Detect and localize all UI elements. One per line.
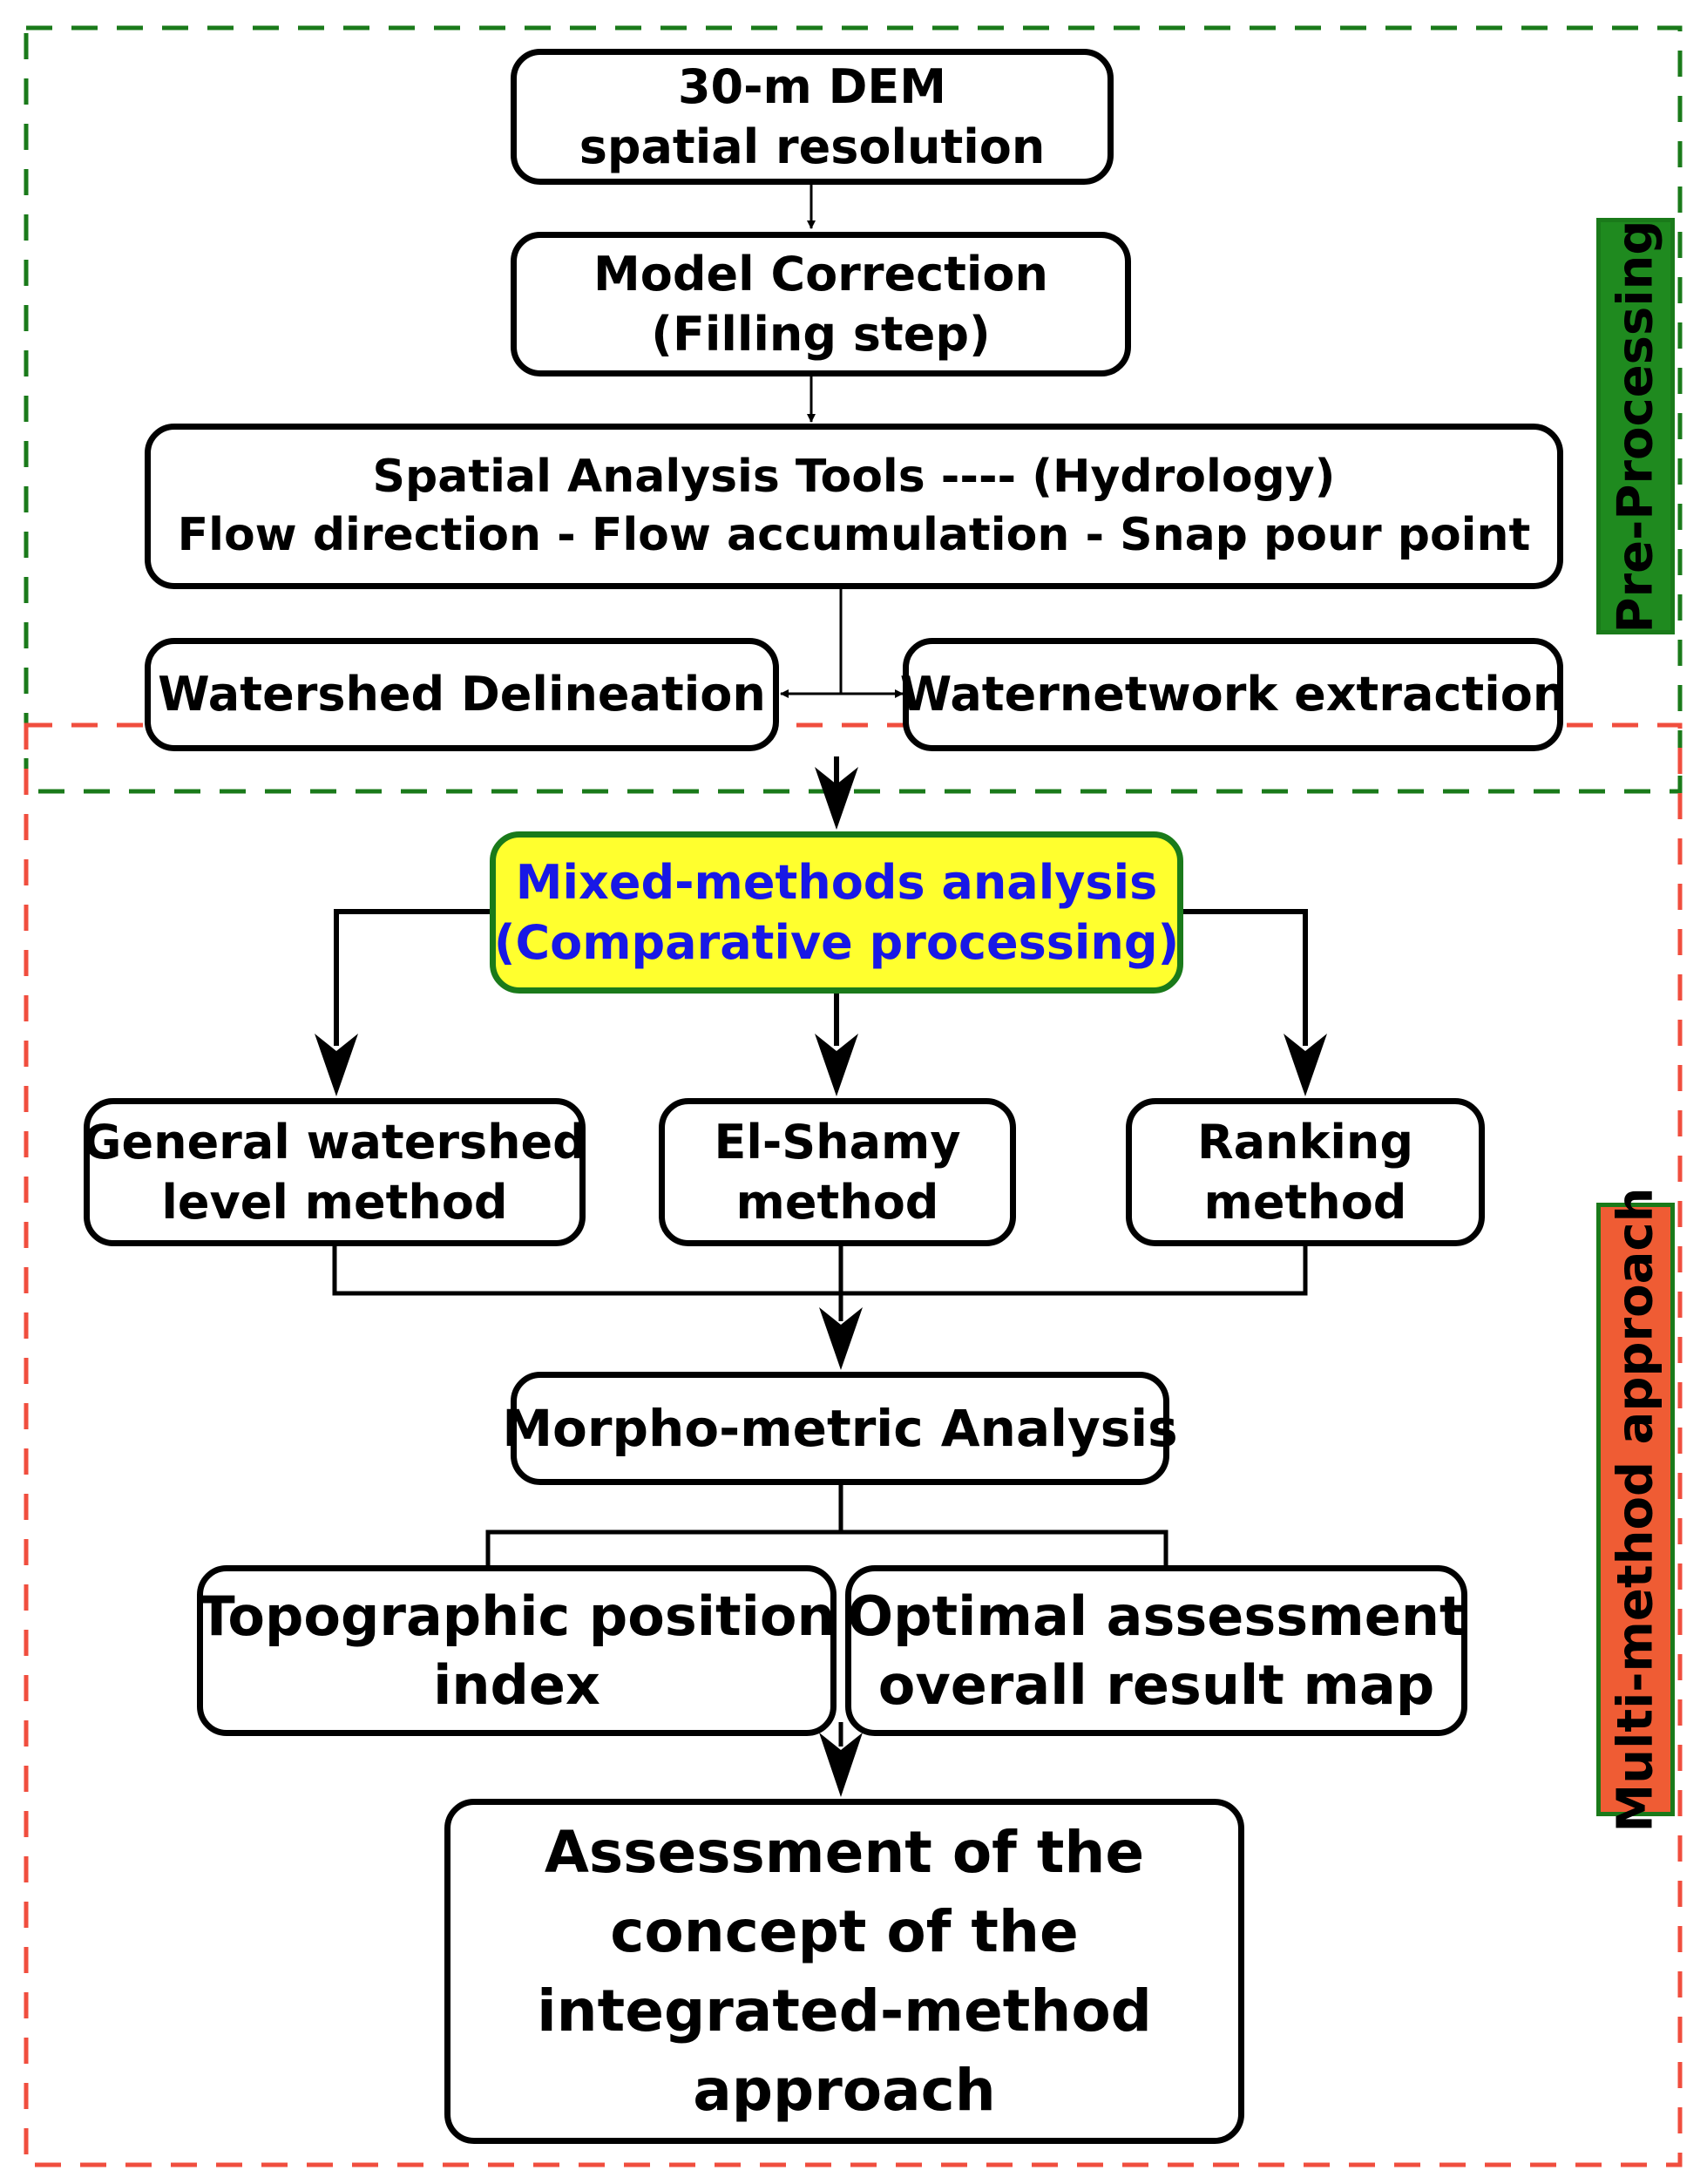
spatial-analysis-tools-box: Spatial Analysis Tools ---- (Hydrology) …	[145, 424, 1563, 589]
dem-line1: 30-m DEM	[677, 58, 947, 114]
connector-methods-merge	[332, 1246, 1308, 1296]
connector-mixed-to-general	[334, 909, 490, 1046]
topographic-position-index-box: Topographic position index	[197, 1565, 837, 1736]
model-correction-box: Model Correction (Filling step)	[511, 232, 1131, 376]
arrowhead-to-morpho	[819, 1307, 863, 1370]
dem-box: 30-m DEM spatial resolution	[511, 49, 1114, 185]
tpi-line2: index	[433, 1653, 600, 1717]
connector-morpho-split	[485, 1529, 1168, 1565]
multimethod-tag: Multi-method approach	[1596, 1187, 1675, 1832]
preprocessing-tag: Pre-Processing	[1596, 218, 1675, 634]
mixed-line1: Mixed-methods analysis	[515, 854, 1158, 910]
multimethod-section-frame	[24, 722, 1683, 2167]
general-line2: level method	[161, 1175, 508, 1230]
correction-line2: (Filling step)	[651, 307, 991, 362]
arrowhead-to-elshamy	[815, 1034, 858, 1096]
final-assessment-box: Assessment of the concept of the integra…	[444, 1799, 1244, 2144]
arrowhead-to-mixed	[815, 767, 858, 830]
morpho-line1: Morpho-metric Analysis	[502, 1398, 1178, 1458]
ranking-line1: Ranking	[1197, 1114, 1413, 1170]
arrowhead-to-final	[819, 1733, 863, 1797]
preprocessing-tag-label: Pre-Processing	[1607, 219, 1664, 634]
final-line3: integrated-method	[537, 1977, 1152, 2045]
optimal-line2: overall result map	[877, 1653, 1435, 1717]
morpho-metric-analysis-box: Morpho-metric Analysis	[502, 1372, 1178, 1485]
optimal-assessment-box: Optimal assessment overall result map	[845, 1565, 1467, 1736]
correction-line1: Model Correction	[593, 246, 1048, 302]
final-line1: Assessment of the	[544, 1818, 1145, 1886]
arrowhead-to-general	[315, 1034, 358, 1096]
general-watershed-method-box: General watershed level method	[83, 1098, 586, 1246]
tpi-line1: Topographic position	[198, 1584, 836, 1648]
general-line1: General watershed	[83, 1114, 586, 1170]
connector-mixed-to-ranking	[1183, 909, 1308, 1046]
final-line4: approach	[693, 2057, 996, 2125]
ranking-line2: method	[1203, 1175, 1407, 1230]
multimethod-tag-label: Multi-method approach	[1607, 1187, 1664, 1832]
arrowhead-to-ranking	[1284, 1034, 1327, 1096]
watershed-line1: Watershed Delineation	[158, 667, 766, 722]
el-shamy-method-box: El-Shamy method	[659, 1098, 1016, 1246]
preprocessing-section-frame	[24, 25, 1683, 794]
elshamy-line1: El-Shamy	[714, 1114, 961, 1170]
final-line2: concept of the	[610, 1897, 1079, 1965]
spatial-tools-line1: Spatial Analysis Tools ---- (Hydrology)	[372, 451, 1336, 504]
spatial-tools-line2: Flow direction - Flow accumulation - Sna…	[177, 509, 1531, 561]
mixed-methods-box: Mixed-methods analysis (Comparative proc…	[490, 831, 1183, 994]
optimal-line1: Optimal assessment	[847, 1584, 1466, 1648]
elshamy-line2: method	[735, 1175, 939, 1230]
dem-line2: spatial resolution	[579, 119, 1046, 174]
ranking-method-box: Ranking method	[1126, 1098, 1485, 1246]
watershed-delineation-box: Watershed Delineation	[145, 638, 779, 751]
waternetwork-extraction-box: Waternetwork extraction	[900, 638, 1566, 751]
mixed-line2: (Comparative processing)	[493, 915, 1180, 970]
waternetwork-line1: Waternetwork extraction	[899, 667, 1567, 722]
